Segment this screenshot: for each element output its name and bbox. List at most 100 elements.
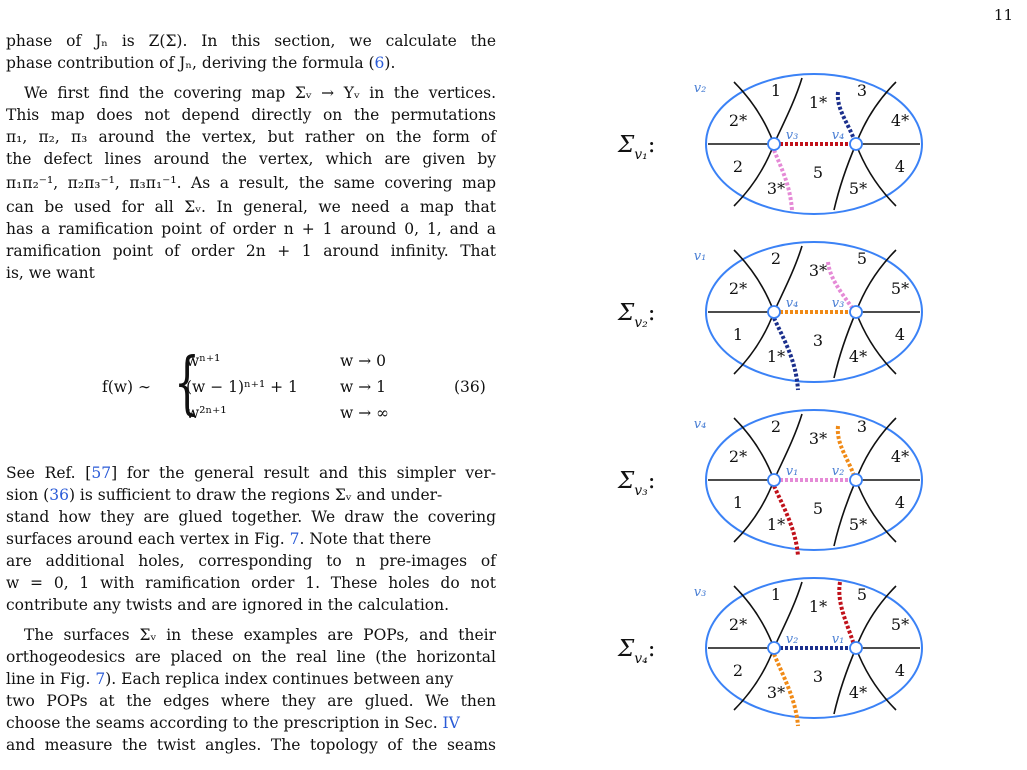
vertex-marker: [849, 473, 863, 487]
region-label: 1: [771, 585, 781, 604]
equation-condition: w → 1: [340, 378, 386, 396]
text-line: is, we want: [6, 264, 95, 282]
figure-ref-link[interactable]: 7: [95, 670, 106, 688]
text-line: and measure the twist angles. The topolo…: [6, 736, 496, 754]
equation-case: w²ⁿ⁺¹: [186, 404, 227, 422]
text-line: ramification point of order 2n + 1 aroun…: [6, 242, 496, 260]
text-line: phase of Jₙ is Z(Σ). In this section, we…: [6, 32, 496, 50]
vertex-marker: [767, 641, 781, 655]
region-label: 3: [813, 331, 823, 350]
text-line: We first find the covering map Σᵥ → Yᵥ i…: [24, 84, 496, 102]
corner-vertex-label: v₄: [694, 417, 707, 432]
region-label: 5: [813, 499, 823, 518]
region-label: 2: [733, 661, 743, 680]
reference-link[interactable]: 57: [91, 464, 112, 482]
text-line: the defect lines around the vertex, whic…: [6, 150, 496, 168]
seam: [772, 485, 800, 557]
equation-number: (36): [454, 378, 486, 396]
region-label: 4: [895, 661, 905, 680]
region-label: 5*: [891, 279, 909, 298]
sigma-label: Σv₁:: [617, 132, 656, 163]
region-label: 4*: [891, 447, 909, 466]
equation-lhs: f(w) ∼: [102, 378, 152, 396]
vertex-label: v₁: [786, 464, 799, 479]
region-label: 4: [895, 493, 905, 512]
vertex-label: v₃: [832, 296, 845, 311]
region-label: 2: [771, 417, 781, 436]
text-span: choose the seams according to the prescr…: [6, 714, 443, 732]
region-label: 3: [813, 667, 823, 686]
sigma-label: Σv₄:: [617, 636, 656, 667]
surface-outline: [705, 73, 923, 215]
vertex-marker: [849, 137, 863, 151]
defect-curve: [833, 479, 857, 547]
seam: [772, 317, 800, 391]
vertex-label: v₂: [832, 464, 845, 479]
text-line: contribute any twists and are ignored in…: [6, 596, 450, 614]
vertex-label: v₁: [832, 632, 845, 647]
equation-case: wⁿ⁺¹: [186, 352, 221, 370]
vertex-marker: [767, 305, 781, 319]
text-line: The surfaces Σᵥ in these examples are PO…: [24, 626, 496, 644]
region-label: 1: [733, 493, 743, 512]
equation-ref-link[interactable]: 36: [49, 486, 69, 504]
region-label: 2*: [729, 111, 747, 130]
equation-case: (w − 1)ⁿ⁺¹ + 1: [186, 378, 298, 396]
seam: [772, 653, 800, 727]
corner-vertex-label: v₂: [694, 81, 707, 96]
region-label: 4*: [849, 347, 867, 366]
region-label: 3*: [767, 683, 785, 702]
sigma-label: Σv₃:: [617, 468, 656, 499]
equation-condition: w → 0: [340, 352, 386, 370]
corner-vertex-label: v₁: [694, 249, 707, 264]
text-line: line in Fig. 7). Each replica index cont…: [6, 668, 496, 690]
region-label: 3*: [809, 429, 827, 448]
figure-ref-link[interactable]: 7: [289, 530, 300, 548]
region-label: 2: [771, 249, 781, 268]
equation-ref-link[interactable]: 6: [374, 54, 385, 72]
text-line: See Ref. [57] for the general result and…: [6, 462, 496, 484]
text-line: π₁π₂⁻¹, π₂π₃⁻¹, π₃π₁⁻¹. As a result, the…: [6, 174, 496, 192]
region-label: 5*: [849, 515, 867, 534]
text-line: can be used for all Σᵥ. In general, we n…: [6, 198, 496, 216]
surface-outline: [705, 409, 923, 551]
region-label: 2*: [729, 279, 747, 298]
sigma-label: Σv₂:: [617, 300, 656, 331]
vertex-marker: [767, 137, 781, 151]
text-span: line in Fig.: [6, 670, 96, 688]
vertex-marker: [767, 473, 781, 487]
region-label: 3*: [809, 261, 827, 280]
region-label: 1*: [767, 515, 785, 534]
region-label: 4*: [849, 683, 867, 702]
equation-brace: {: [174, 344, 200, 423]
region-label: 4*: [891, 111, 909, 130]
text-line: w = 0, 1 with ramification order 1. Thes…: [6, 574, 496, 592]
text-line: orthogeodesics are placed on the real li…: [6, 648, 496, 666]
text-line: are additional holes, corresponding to n…: [6, 552, 496, 570]
vertex-marker: [849, 305, 863, 319]
region-label: 4: [895, 157, 905, 176]
text-span: . Note that there: [299, 530, 432, 548]
region-label: 1: [771, 81, 781, 100]
surface-outline: [705, 577, 923, 719]
region-label: 5: [857, 585, 867, 604]
region-label: 1*: [809, 93, 827, 112]
region-label: 5*: [849, 179, 867, 198]
surface-outline: [705, 241, 923, 383]
text-line: two POPs at the edges where they are glu…: [6, 692, 496, 710]
region-label: 3: [857, 81, 867, 100]
section-ref-link[interactable]: IV: [442, 714, 460, 732]
vertex-label: v₂: [786, 632, 799, 647]
equation-36: f(w) ∼ { wⁿ⁺¹ w → 0 (w − 1)ⁿ⁺¹ + 1 w → 1…: [6, 340, 496, 440]
equation-condition: w → ∞: [340, 404, 390, 422]
defect-curve: [833, 143, 857, 211]
region-label: 5*: [891, 615, 909, 634]
region-label: 1: [733, 325, 743, 344]
text-span: ).: [384, 54, 396, 72]
region-label: 3*: [767, 179, 785, 198]
region-label: 2: [733, 157, 743, 176]
text-line: has a ramification point of order n + 1 …: [6, 220, 496, 238]
